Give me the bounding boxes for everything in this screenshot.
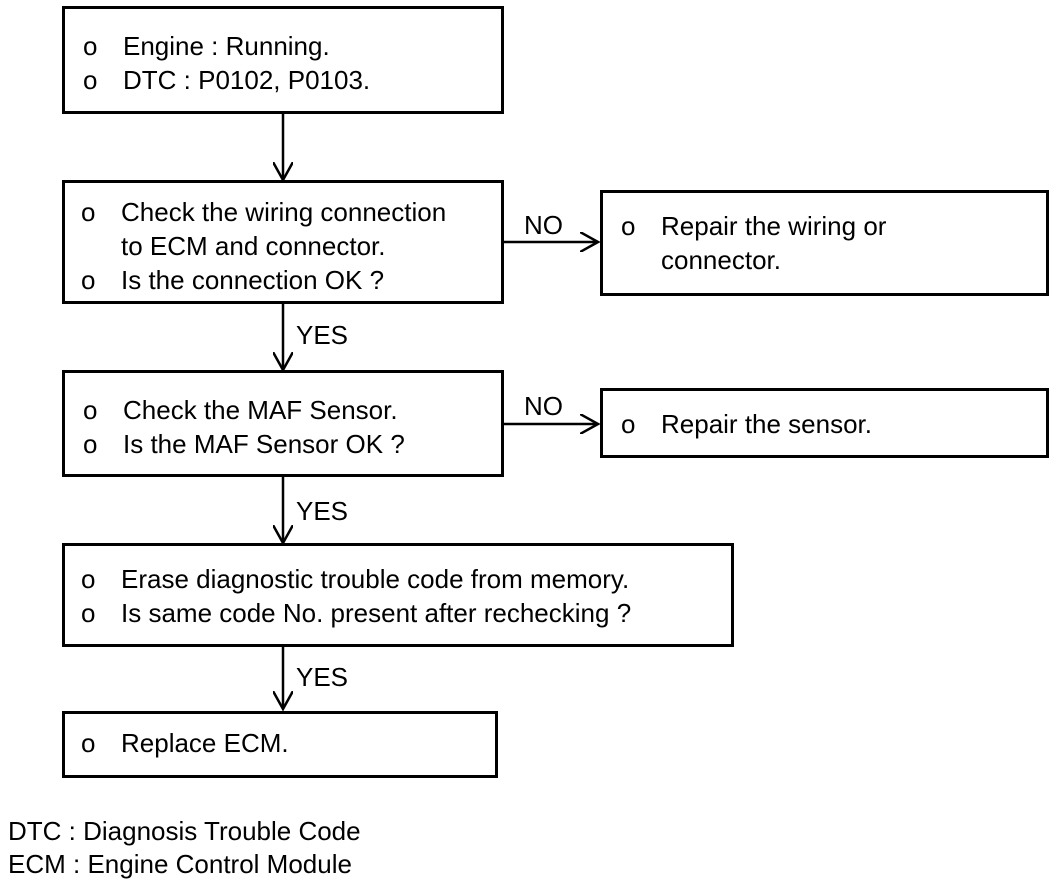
bullet-icon: o bbox=[81, 265, 96, 295]
label-yes-wiring: YES bbox=[296, 320, 349, 350]
bullet-icon: o bbox=[81, 728, 96, 758]
wiring-repair-line-2: connector. bbox=[661, 245, 781, 275]
bullet-icon: o bbox=[83, 65, 98, 95]
bullet-icon: o bbox=[81, 564, 96, 594]
bullet-icon: o bbox=[83, 395, 98, 425]
label-no-maf: NO bbox=[524, 391, 563, 421]
bullet-icon: o bbox=[83, 429, 98, 459]
label-no-wiring: NO bbox=[524, 210, 563, 240]
bullet-icon: o bbox=[81, 598, 96, 628]
bullet-icon: o bbox=[83, 31, 98, 61]
legend-dtc: DTC : Diagnosis Trouble Code bbox=[8, 816, 361, 846]
label-yes-maf: YES bbox=[296, 496, 349, 526]
legend-ecm: ECM : Engine Control Module bbox=[8, 849, 352, 879]
bullet-icon: o bbox=[621, 409, 636, 439]
bullet-icon: o bbox=[621, 211, 636, 241]
bullet-icon: o bbox=[81, 197, 96, 227]
wiring-check-line-2: to ECM and connector. bbox=[121, 231, 386, 261]
label-yes-erase: YES bbox=[296, 662, 349, 692]
